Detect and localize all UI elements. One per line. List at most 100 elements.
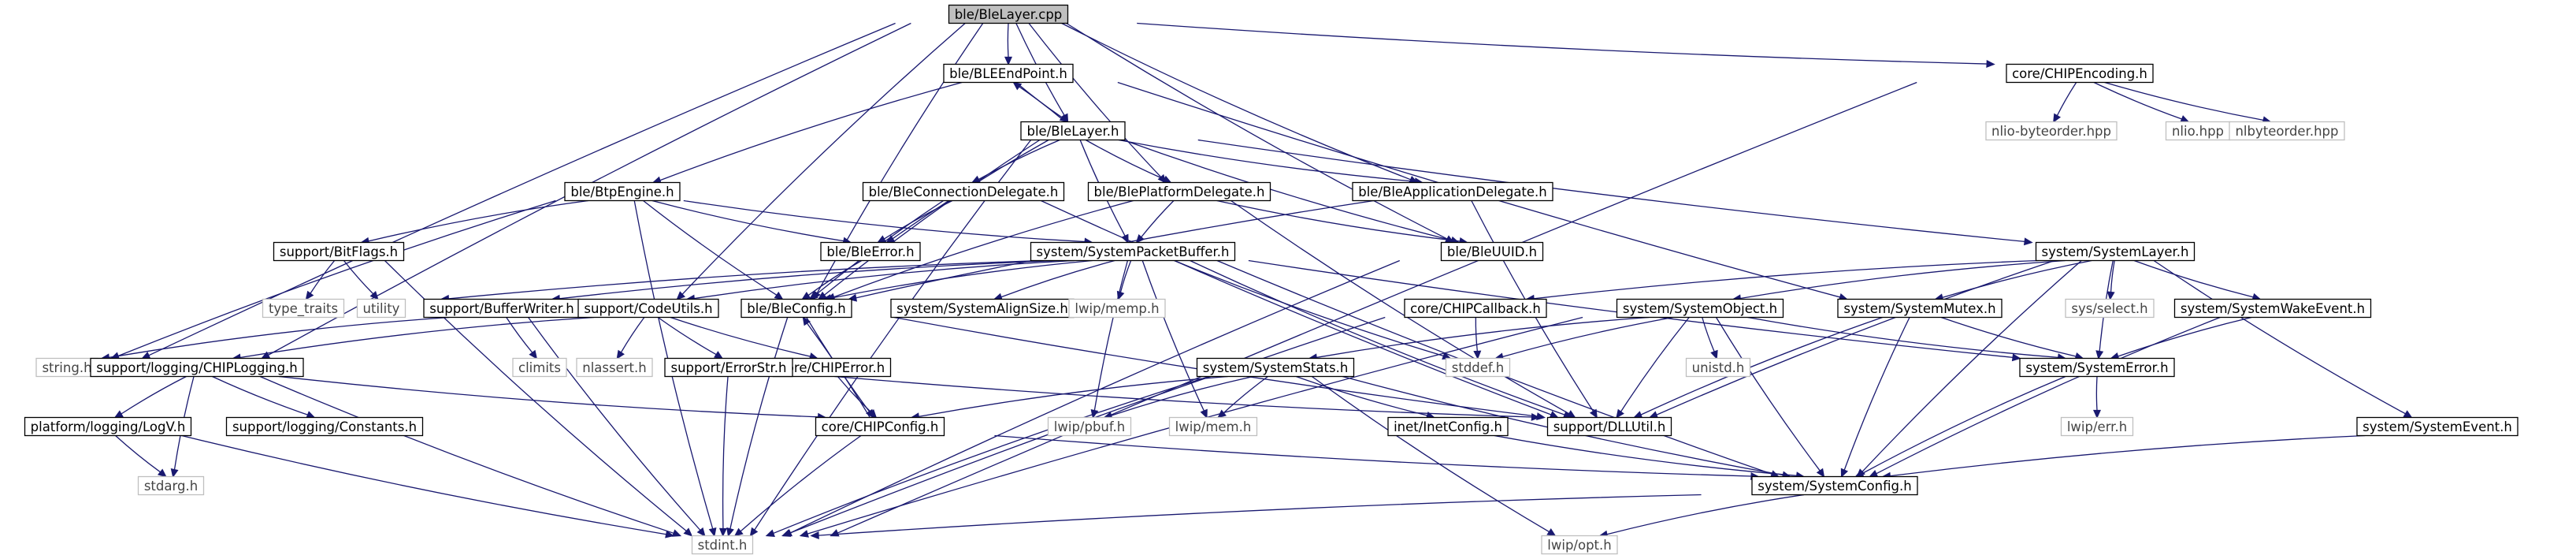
edge-arrowhead <box>799 530 809 538</box>
file-node-nlbo: nlbyteorder.hpp <box>2229 121 2345 141</box>
edge-line <box>1230 199 1570 415</box>
edge-line <box>1041 199 1552 416</box>
edge-arrowhead <box>1546 528 1557 537</box>
edge-line <box>834 375 1532 418</box>
file-node-ble-layer[interactable]: ble/BleLayer.h <box>1020 121 1126 141</box>
edge-core-enc-to-nlio <box>2093 81 2190 123</box>
node-label: ble/BleConnectionDelegate.h <box>869 184 1059 199</box>
edge-line <box>773 375 1209 535</box>
file-node-nlio: nlio.hpp <box>2165 121 2231 141</box>
node-label: ble/BleUUID.h <box>1447 244 1537 259</box>
edge-sys-wake-to-sys-config <box>1869 316 2221 478</box>
edge-line <box>1141 200 1175 238</box>
edge-chip-config-to-stdint <box>733 434 862 537</box>
file-node-stddef: stddef.h <box>1445 357 1511 378</box>
file-node-chip-cb[interactable]: core/CHIPCallback.h <box>1404 298 1547 319</box>
file-node-bitflags[interactable]: support/BitFlags.h <box>273 241 405 262</box>
file-node-chip-logging[interactable]: support/logging/CHIPLogging.h <box>90 357 304 378</box>
file-node-app-del[interactable]: ble/BleApplicationDelegate.h <box>1352 181 1553 202</box>
file-node-logv[interactable]: platform/logging/LogV.h <box>24 416 192 437</box>
file-node-sys-layer[interactable]: system/SystemLayer.h <box>2035 241 2196 262</box>
edge-chip-logging-to-stdint <box>259 375 682 537</box>
edge-root-to-plat-del <box>1028 23 1167 184</box>
node-label: core/CHIPConfig.h <box>822 419 939 434</box>
node-box <box>691 535 754 555</box>
file-node-chip-config[interactable]: core/CHIPConfig.h <box>815 416 945 437</box>
edge-logv-to-stdint <box>181 434 675 539</box>
node-label: lwip/opt.h <box>1547 538 1611 553</box>
file-node-chip-err[interactable]: core/CHIPError.h <box>772 357 892 378</box>
node-box <box>1404 298 1547 319</box>
file-node-inet-config[interactable]: inet/InetConfig.h <box>1387 416 1509 437</box>
file-node-utility: utility <box>356 298 406 319</box>
file-node-buf-writer[interactable]: support/BufferWriter.h <box>423 298 581 319</box>
file-node-plat-del[interactable]: ble/BlePlatformDelegate.h <box>1087 181 1271 202</box>
file-node-ble-ep[interactable]: ble/BLEEndPoint.h <box>943 63 1074 84</box>
node-box <box>948 4 1069 24</box>
node-label: support/BitFlags.h <box>280 244 398 259</box>
edge-line <box>1876 316 2221 475</box>
file-node-err-str[interactable]: support/ErrorStr.h <box>664 357 793 378</box>
file-node-root[interactable]: ble/BleLayer.cpp <box>948 4 1069 24</box>
node-box <box>2019 357 2175 378</box>
file-node-core-enc[interactable]: core/CHIPEncoding.h <box>2006 63 2154 84</box>
file-node-uuid[interactable]: ble/BleUUID.h <box>1440 241 1544 262</box>
edge-line <box>108 316 450 359</box>
edge-plat-del-to-uuid <box>1216 199 1468 245</box>
edge-arrowhead <box>683 527 693 537</box>
edge-ble-err-to-ble-config <box>801 259 863 300</box>
node-box <box>815 416 945 437</box>
file-node-conn-del[interactable]: ble/BleConnectionDelegate.h <box>862 181 1065 202</box>
edge-arrowhead <box>733 527 744 537</box>
edge-arrowhead <box>1531 412 1541 421</box>
edge-line <box>115 435 161 473</box>
node-label: sys/select.h <box>2071 301 2147 316</box>
edge-arrowhead <box>774 291 784 300</box>
edge-line <box>681 23 966 295</box>
node-box <box>262 298 345 319</box>
edge-line <box>1861 260 2082 472</box>
edge-sys-layer-to-sys-event <box>2153 259 2413 419</box>
file-node-sys-stats[interactable]: system/SystemStats.h <box>1196 357 1355 378</box>
edge-spb-to-ble-config <box>822 259 1093 303</box>
file-node-sys-mutex[interactable]: system/SystemMutex.h <box>1837 298 2003 319</box>
edge-arrowhead <box>830 529 840 537</box>
edge-root-to-code-utils <box>676 23 966 300</box>
edge-ble-layer-to-ble-ep <box>1012 81 1066 122</box>
file-node-ble-config[interactable]: ble/BleConfig.h <box>741 298 852 319</box>
edge-sys-mutex-to-dllutil <box>1633 316 1883 419</box>
node-box <box>1020 121 1126 141</box>
edge-line <box>729 317 789 529</box>
edge-line <box>181 434 666 535</box>
edge-line <box>1000 259 1115 298</box>
edge-arrowhead <box>2011 353 2021 362</box>
file-node-sys-config[interactable]: system/SystemConfig.h <box>1751 475 1918 496</box>
file-node-spb[interactable]: system/SystemPacketBuffer.h <box>1030 241 1236 262</box>
edge-chip-cb-to-stddef <box>1473 317 1482 360</box>
edge-line <box>1119 260 1132 293</box>
file-node-sys-event[interactable]: system/SystemEvent.h <box>2356 416 2518 437</box>
file-node-code-utils[interactable]: support/CodeUtils.h <box>577 298 719 319</box>
file-node-sys-wake[interactable]: system/SystemWakeEvent.h <box>2173 298 2372 319</box>
edge-line <box>2133 259 2254 298</box>
file-node-btp[interactable]: ble/BtpEngine.h <box>564 181 681 202</box>
edge-sys-obj-to-unistd <box>1702 317 1718 360</box>
file-node-sys-obj[interactable]: system/SystemObject.h <box>1616 298 1784 319</box>
file-node-ble-err[interactable]: ble/BleError.h <box>820 241 921 262</box>
edge-code-utils-to-chip-err <box>670 316 818 360</box>
edge-line <box>1111 375 1253 416</box>
edge-line <box>559 259 1057 300</box>
edge-chip-logging-to-logv <box>113 375 187 419</box>
node-label: system/SystemStats.h <box>1203 360 1349 375</box>
node-label: type_traits <box>269 301 338 317</box>
file-node-constants[interactable]: support/logging/Constants.h <box>225 416 424 437</box>
node-box <box>1837 298 2003 319</box>
file-node-align[interactable]: system/SystemAlignSize.h <box>890 298 1075 319</box>
node-box <box>2060 416 2134 437</box>
edge-line <box>1942 259 2092 298</box>
file-node-dllutil[interactable]: support/DLLUtil.h <box>1546 416 1672 437</box>
node-label: support/DLLUtil.h <box>1553 419 1666 434</box>
edge-arrowhead <box>1217 409 1227 419</box>
file-node-sys-error[interactable]: system/SystemError.h <box>2019 357 2175 378</box>
file-node-lwip-opt: lwip/opt.h <box>1541 535 1618 555</box>
